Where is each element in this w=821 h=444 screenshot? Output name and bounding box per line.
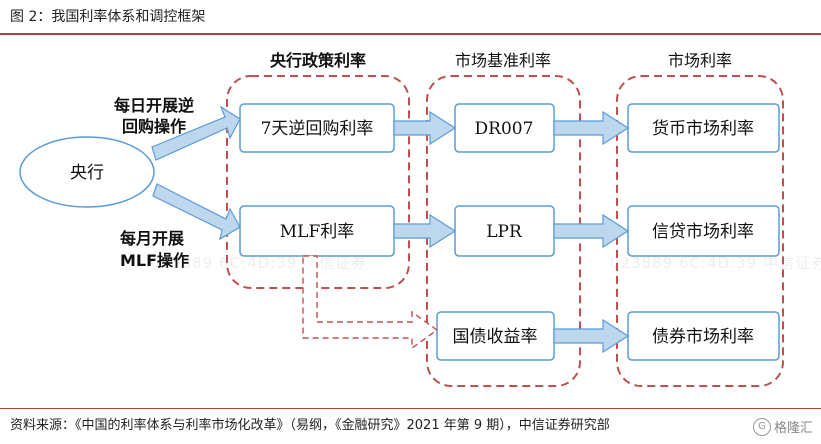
monthly-operation-arrow [152,183,241,241]
credit-market-label: 信贷市场利率 [652,222,754,242]
mlf-to-lpr-arrow [393,213,457,249]
central-bank-node [19,136,155,208]
source-note: 资料来源：《中国的利率体系与利率市场化改革》（易纲，《金融研究》2021 年第 … [10,418,610,433]
daily-operation-arrow [151,105,241,161]
daily-op-label-line2: 回购操作 [122,117,186,136]
daily-op-label-line1: 每日开展逆 [114,96,194,115]
dr007-label: DR007 [475,119,534,139]
title-rule [0,33,821,35]
bond-market-label: 债券市场利率 [652,327,754,347]
figure-title: 图 2：我国利率体系和调控框架 [10,9,206,25]
watermark: 023889 6C:4D:39 中信证券 [610,254,821,272]
brand-name: 格隆汇 [773,421,813,436]
benchmark-group-header: 市场基准利率 [455,51,551,70]
repo-to-dr007-arrow [393,110,457,146]
monthly-op-label-line2: MLF操作 [120,251,189,270]
treasury-to-bond-arrow [553,318,630,354]
dr007-to-money-arrow [553,110,630,146]
source-rule [0,408,821,409]
market-group-header: 市场利率 [668,51,732,70]
mlf-label: MLF利率 [280,222,355,242]
lpr-to-credit-arrow [553,213,630,249]
rate-framework-diagram: 央行政策利率 市场基准利率 市场利率 央行 每日开展逆 回购操作 每月开展 ML… [19,51,784,387]
policy-rate-group [226,75,410,289]
brand-logo-icon: G [752,417,771,436]
treasury-yield-label: 国债收益率 [453,327,538,347]
policy-group-header: 央行政策利率 [270,51,366,70]
lpr-label: LPR [486,222,523,242]
reverse-repo-label: 7天逆回购利率 [261,119,374,139]
brand-watermark: G 格隆汇 [752,417,813,436]
monthly-op-label-line1: 每月开展 [120,229,185,248]
money-market-label: 货币市场利率 [652,119,754,139]
central-bank-label: 央行 [70,163,104,183]
mlf-to-treasury-dashed-arrow [302,255,439,350]
